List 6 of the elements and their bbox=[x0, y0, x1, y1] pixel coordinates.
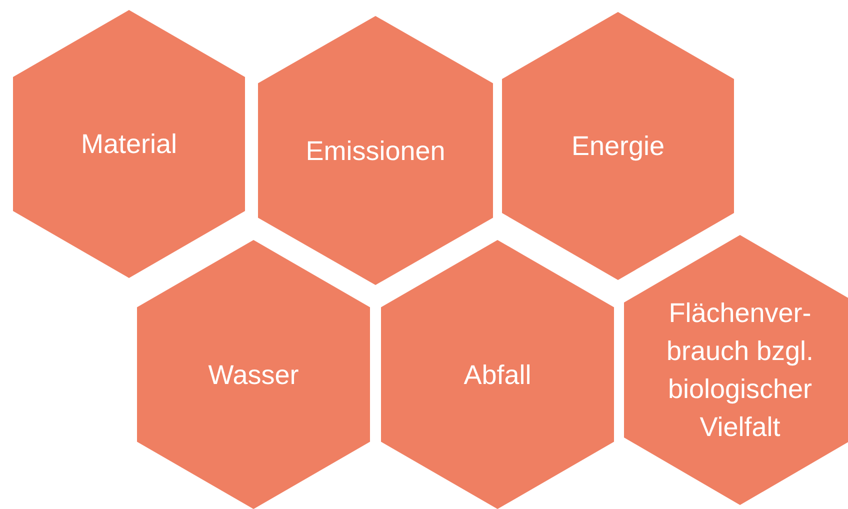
hexagon-label: Energie bbox=[570, 130, 666, 163]
hexagon-label: Wasser bbox=[207, 358, 300, 392]
hexagon-label: Abfall bbox=[462, 358, 532, 392]
hexagon-label: Flächenver- brauch bzgl. biologischer Vielfalt bbox=[665, 297, 815, 444]
hexagon-label: Emissionen bbox=[304, 134, 446, 168]
hexagon-label: Material bbox=[80, 128, 178, 161]
